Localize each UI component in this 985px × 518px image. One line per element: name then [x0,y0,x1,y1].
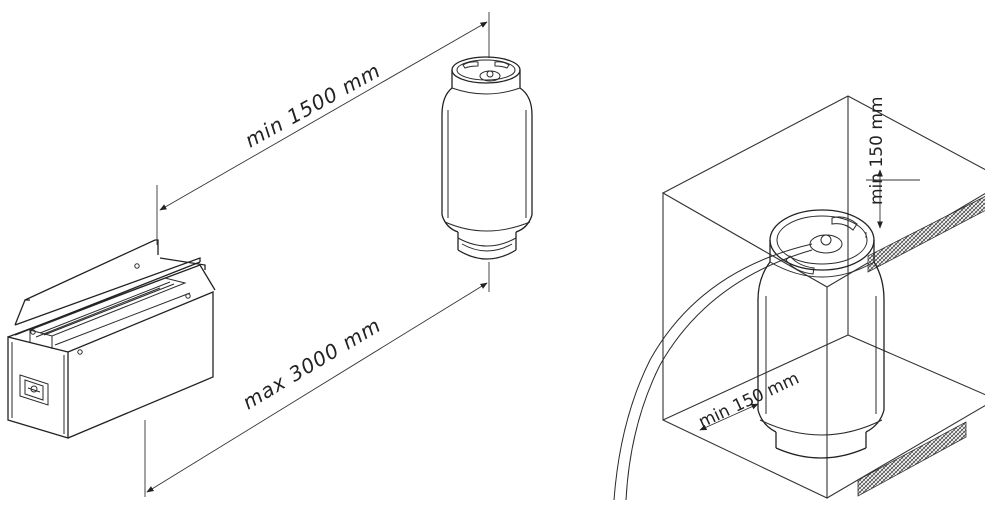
fireplace-burner-box [7,239,216,439]
min-top-clearance-label: min 150 mm [867,97,887,205]
min-side-clearance-label: min 150 mm [696,369,803,433]
gas-hose [613,243,813,501]
cylinder-enclosure-box [662,95,985,499]
gas-cylinder-left [441,56,533,260]
max-distance-label: max 3000 mm [238,313,385,415]
min-distance-label: min 1500 mm [241,58,385,152]
clearance-dimension-lines [699,169,920,431]
distance-dimension-lines [144,12,490,497]
gas-cylinder-right [757,209,885,459]
